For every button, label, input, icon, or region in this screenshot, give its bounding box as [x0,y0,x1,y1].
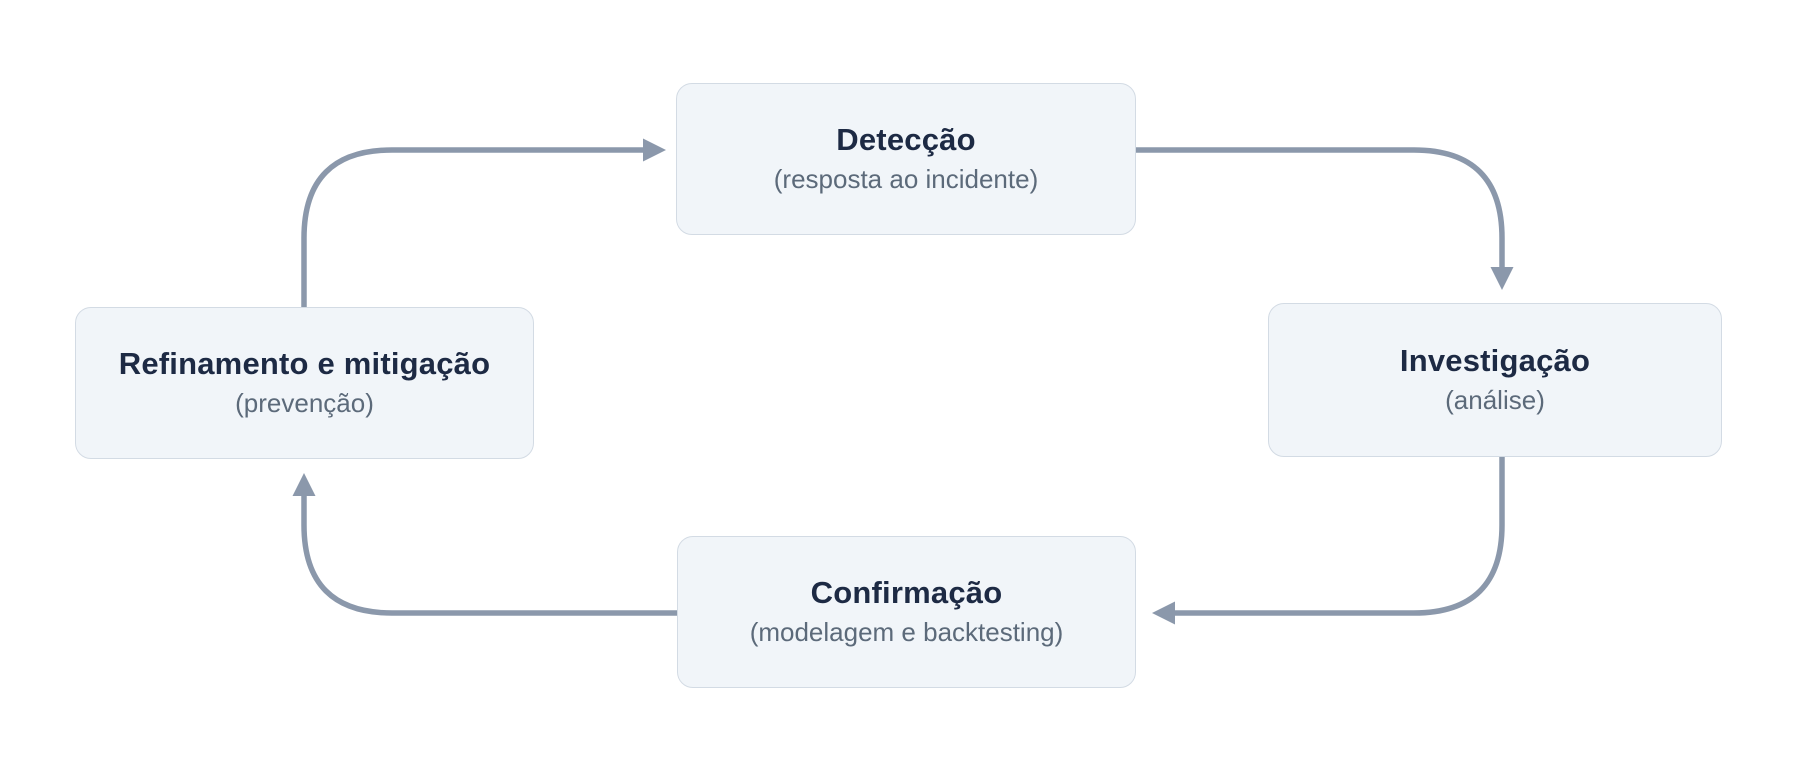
node-confirmacao-title: Confirmação [810,575,1003,611]
node-confirmacao: Confirmação (modelagem e backtesting) [677,536,1136,688]
arrow-investigacao-to-confirmacao [1175,457,1505,616]
arrowhead-up-icon [292,473,316,496]
node-investigacao: Investigação (análise) [1268,303,1722,457]
node-refinamento-subtitle: (prevenção) [235,387,374,418]
arrowhead-down-icon [1490,267,1514,290]
node-deteccao: Detecção (resposta ao incidente) [676,83,1136,235]
node-deteccao-title: Detecção [836,122,976,158]
node-refinamento: Refinamento e mitigação (prevenção) [75,307,534,459]
arrow-refinamento-to-deteccao [301,147,643,307]
arrowhead-right-icon [643,138,666,162]
node-refinamento-title: Refinamento e mitigação [118,346,491,382]
node-investigacao-subtitle: (análise) [1445,384,1545,415]
arrowhead-left-icon [1152,601,1175,625]
node-confirmacao-subtitle: (modelagem e backtesting) [749,616,1064,647]
node-investigacao-title: Investigação [1399,343,1591,379]
node-deteccao-subtitle: (resposta ao incidente) [773,163,1039,194]
arrow-confirmacao-to-refinamento [301,496,677,616]
arrow-deteccao-to-investigacao [1136,147,1505,267]
